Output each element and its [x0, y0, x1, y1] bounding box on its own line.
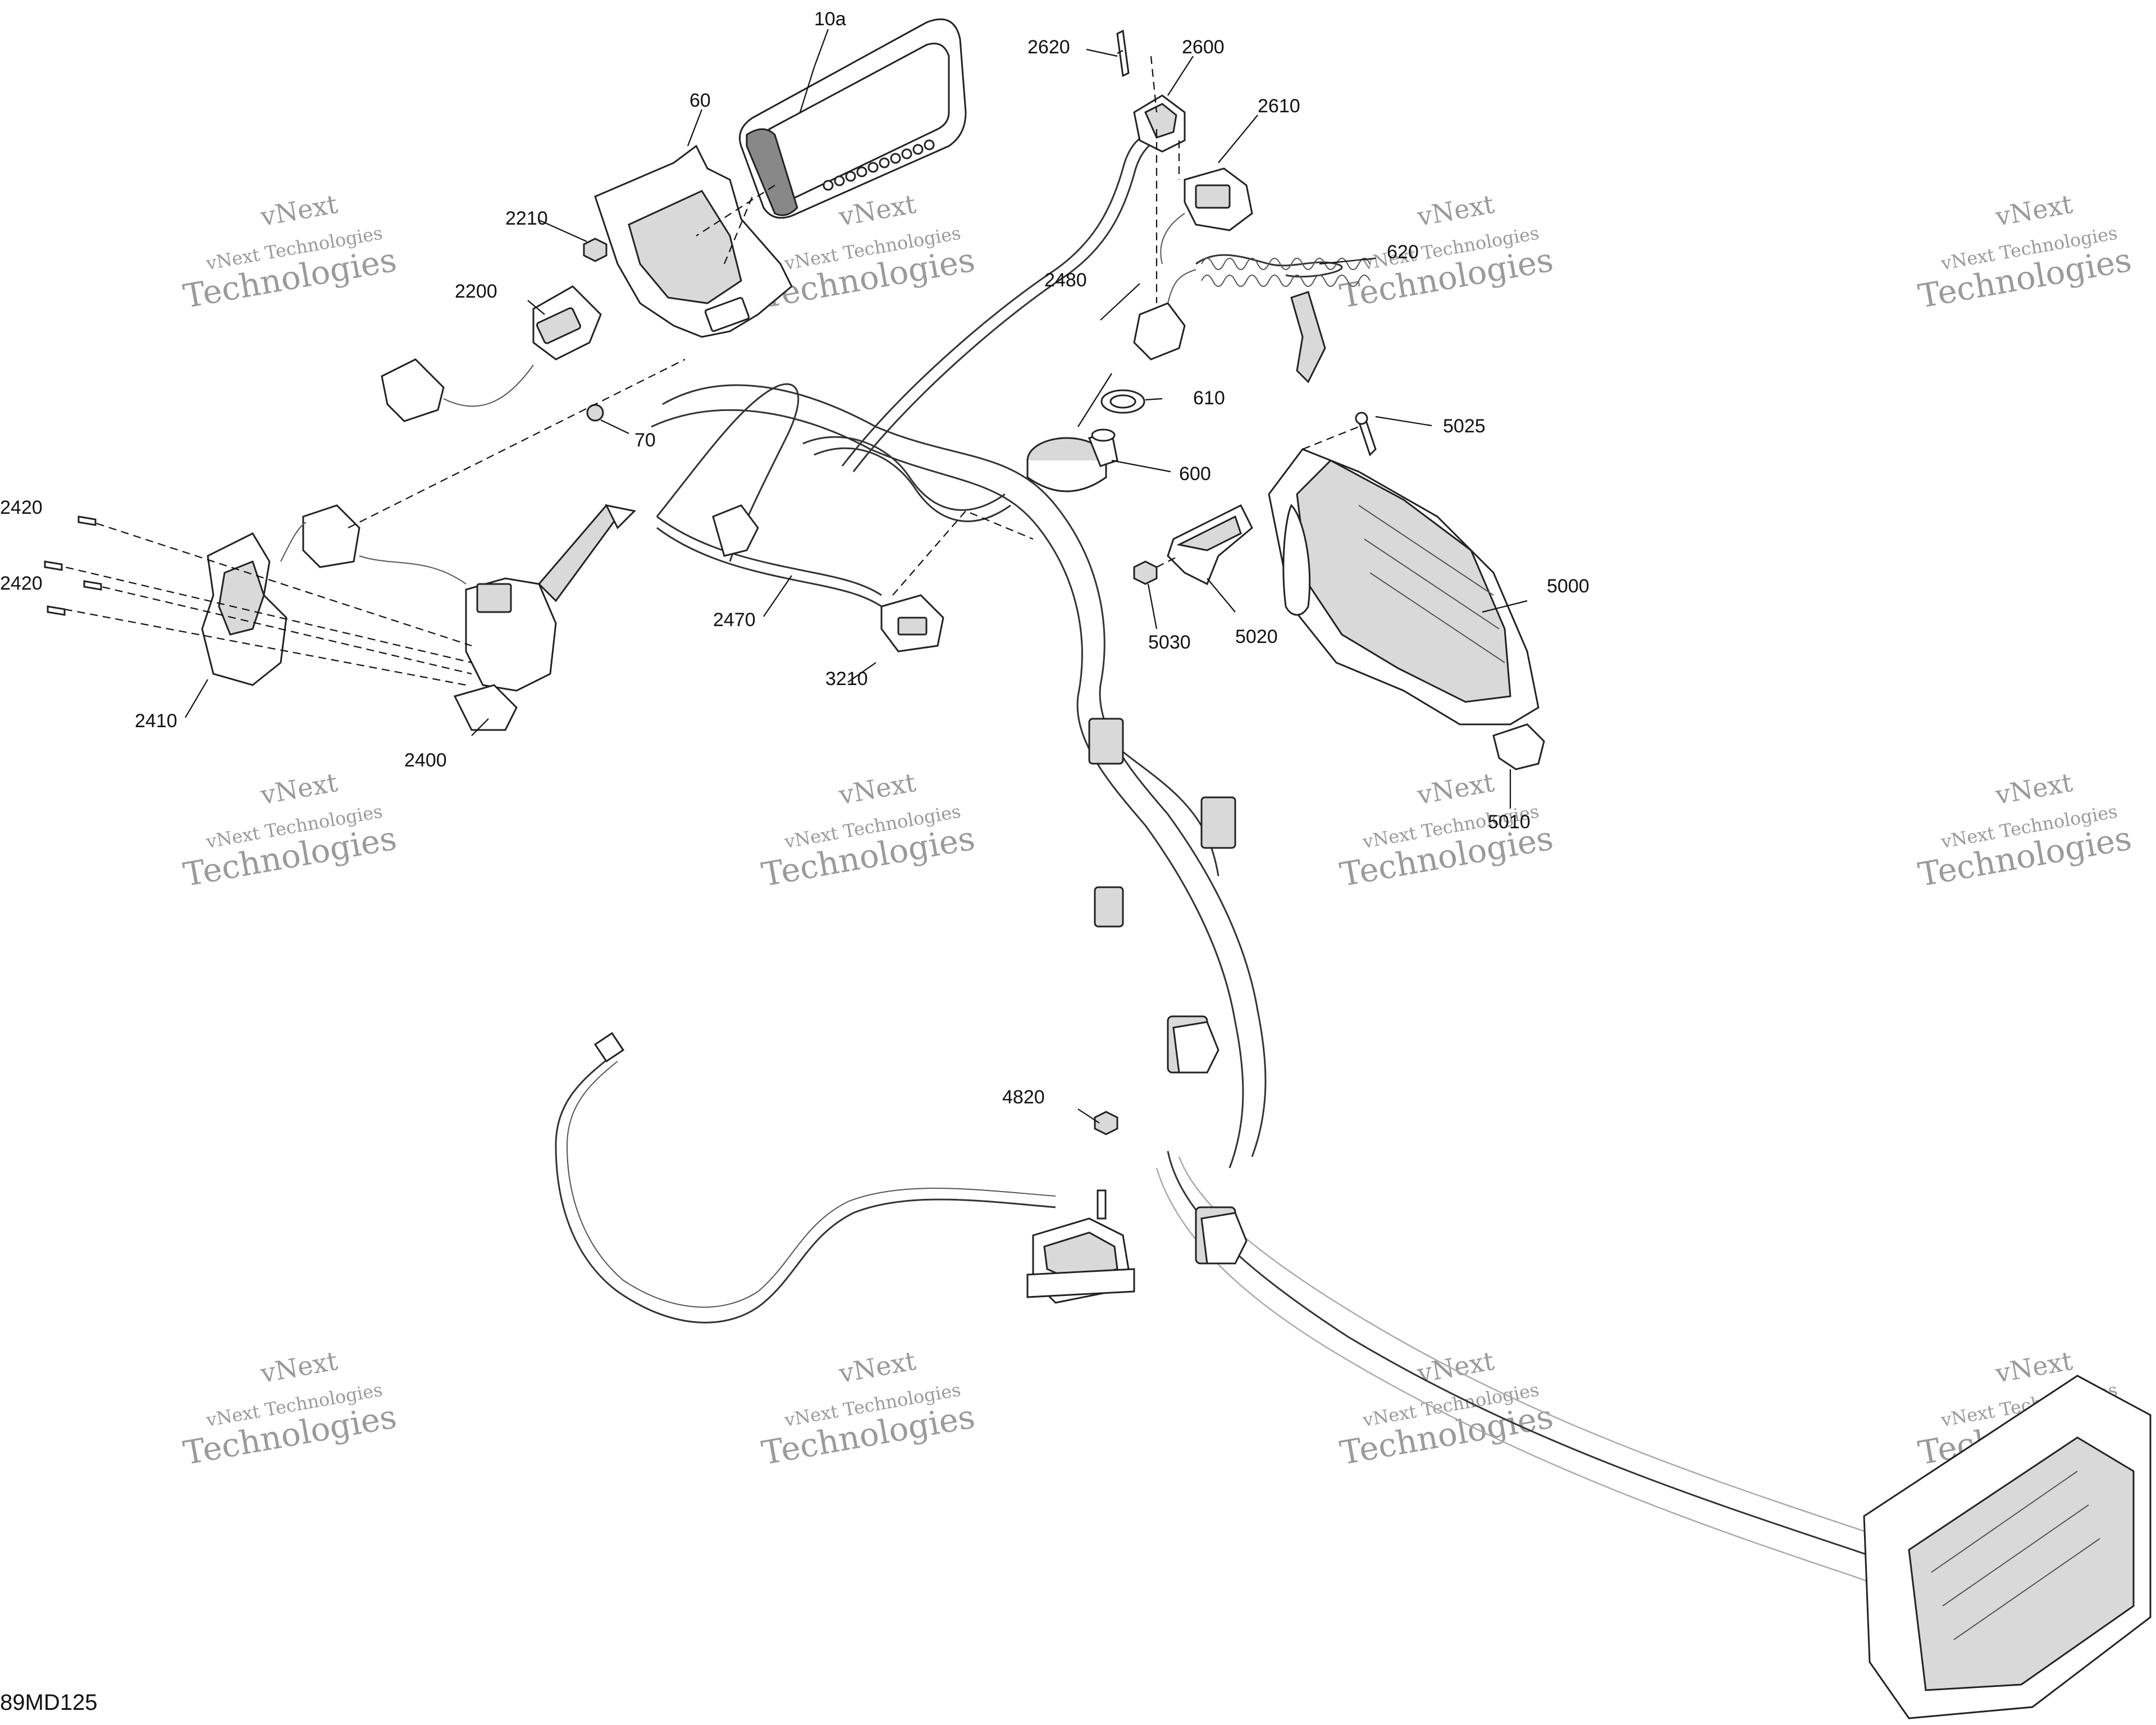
watermark: vNext vNext Technologies Technologies	[180, 189, 399, 316]
svg-text:vNext: vNext	[836, 189, 919, 232]
watermark-group: vNext vNext Technologies Technologies vN…	[180, 189, 2134, 1472]
callout-2610: 2610	[1258, 95, 1300, 117]
watermark: vNext vNext Technologies Technologies	[1915, 767, 2134, 894]
callout-5025: 5025	[1443, 416, 1486, 437]
callout-60: 60	[689, 90, 711, 111]
relay-connector-2200	[532, 285, 602, 360]
throttle-sensor	[712, 504, 759, 557]
callout-5010: 5010	[1488, 811, 1531, 833]
watermark: vNext vNext Technologies Technologies	[1337, 1345, 1556, 1472]
svg-text:vNext: vNext	[1993, 189, 2075, 232]
harness-connector	[1200, 796, 1236, 849]
leader-lines	[185, 29, 1528, 1124]
svg-text:vNext: vNext	[1414, 767, 1497, 810]
callout-4820: 4820	[1002, 1087, 1045, 1108]
bolt-5025	[1355, 412, 1377, 457]
svg-text:vNext: vNext	[836, 767, 919, 810]
connector-lower	[1172, 1021, 1248, 1265]
svg-text:vNext: vNext	[258, 1345, 340, 1389]
switch-housing-2410	[201, 532, 287, 686]
callout-10a: 10a	[814, 8, 846, 30]
callout-610: 610	[1193, 387, 1225, 409]
callout-2420-upper: 2420	[0, 497, 43, 518]
ignition-switch-600	[1026, 428, 1118, 492]
figure-code: 89MD125	[0, 1690, 97, 1715]
svg-text:vNext: vNext	[1993, 1345, 2075, 1389]
watermark: vNext vNext Technologies Technologies	[759, 1345, 977, 1472]
switch-housing-2400	[453, 504, 637, 731]
starter-solenoid	[1026, 1189, 1135, 1304]
nut-4820	[1094, 1111, 1118, 1135]
callout-2420-lower: 2420	[0, 573, 43, 594]
watermark: vNext vNext Technologies Technologies	[1915, 189, 2134, 316]
assembly-lines	[53, 56, 1359, 686]
svg-text:vNext: vNext	[836, 1345, 919, 1389]
callout-2470: 2470	[713, 609, 756, 631]
callout-2620: 2620	[1027, 36, 1070, 58]
nut-610	[1100, 389, 1145, 414]
callout-2480: 2480	[1044, 270, 1087, 291]
callout-620: 620	[1387, 241, 1419, 263]
gauge-display	[739, 18, 967, 219]
screw-2210	[583, 238, 607, 262]
harness-2470	[656, 515, 882, 608]
screw-2420	[83, 580, 102, 591]
clip-5010	[1492, 723, 1545, 770]
callout-2410: 2410	[135, 710, 177, 732]
switch-2600	[1133, 94, 1186, 153]
connector-2610	[1160, 167, 1253, 264]
small-fasteners	[44, 515, 102, 616]
ignition-connector	[1133, 269, 1196, 360]
callout-3210: 3210	[825, 668, 868, 690]
rear-component	[1863, 1375, 2152, 1719]
harness-connector	[1094, 886, 1124, 928]
ring-terminal	[593, 1032, 625, 1063]
callout-2400: 2400	[404, 750, 447, 771]
screw-2420	[77, 515, 97, 526]
callout-labels: 10a 60 2210 2200 70 2620 2600 2610 620 2…	[0, 8, 1589, 1108]
connector-3210	[880, 594, 944, 652]
callout-600: 600	[1179, 463, 1211, 485]
watermark: vNext vNext Technologies Technologies	[180, 1345, 399, 1472]
main-wiring-harness	[555, 383, 2152, 1719]
indicator-lights	[823, 139, 935, 191]
svg-text:vNext: vNext	[1414, 1345, 1497, 1389]
ecm-5000	[1268, 448, 1540, 725]
harness-connector	[1088, 718, 1124, 765]
bracket-5020	[1167, 504, 1253, 586]
connector-plug	[381, 358, 534, 422]
callout-2200: 2200	[455, 281, 497, 302]
callout-5000: 5000	[1547, 576, 1589, 597]
switch-connector	[280, 504, 467, 585]
callout-2210: 2210	[505, 208, 548, 229]
nut-5030	[1133, 560, 1158, 585]
screw-2420	[47, 605, 66, 616]
callout-2600: 2600	[1182, 36, 1225, 58]
tether-cord-620	[1195, 254, 1371, 384]
watermark: vNext vNext Technologies Technologies	[1337, 189, 1556, 316]
callout-70: 70	[634, 430, 656, 451]
bolt-2620	[1116, 29, 1130, 77]
gauge-bracket	[594, 144, 793, 338]
screw-2420	[44, 560, 63, 571]
svg-text:vNext: vNext	[1993, 767, 2075, 810]
svg-text:vNext: vNext	[258, 767, 340, 810]
watermark: vNext vNext Technologies Technologies	[180, 767, 399, 894]
svg-text:vNext: vNext	[1414, 189, 1497, 232]
callout-5030: 5030	[1148, 632, 1191, 653]
harness-2480	[841, 128, 1168, 472]
callout-5020: 5020	[1235, 626, 1278, 647]
svg-text:vNext: vNext	[258, 189, 340, 232]
watermark: vNext vNext Technologies Technologies	[759, 767, 977, 894]
fastener-70	[586, 404, 604, 422]
